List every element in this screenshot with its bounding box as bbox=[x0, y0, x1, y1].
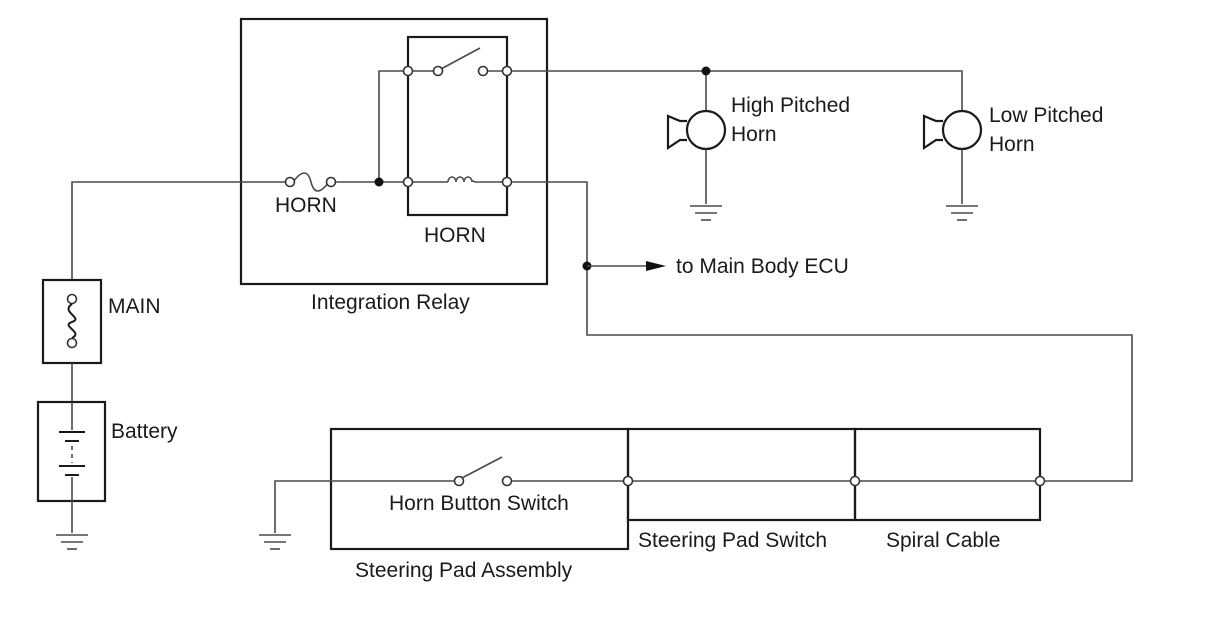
relay-junction-dot bbox=[374, 177, 384, 187]
high-pitched-horn-label-1: High Pitched bbox=[731, 94, 850, 117]
horn-fuse-label: HORN bbox=[275, 194, 337, 217]
high-pitched-horn-label-2: Horn bbox=[731, 123, 777, 146]
horn-switch-terminal-right bbox=[501, 475, 513, 487]
spiral-cable-box bbox=[853, 427, 1042, 522]
horn-relay-label: HORN bbox=[424, 224, 486, 247]
battery-icon bbox=[59, 402, 85, 501]
integration-relay-label: Integration Relay bbox=[311, 291, 470, 314]
horn-button-switch-label: Horn Button Switch bbox=[389, 492, 569, 515]
horn-switch-ground-wire bbox=[274, 480, 457, 533]
horn-output-wire bbox=[512, 70, 963, 110]
horn-fuse-terminal-left bbox=[284, 176, 296, 188]
horn-junction-dot bbox=[701, 66, 711, 76]
connector-terminal bbox=[622, 475, 634, 487]
relay-terminal bbox=[402, 65, 414, 77]
horn-button-switch-arm bbox=[461, 456, 503, 479]
spiral-cable-label: Spiral Cable bbox=[886, 529, 1000, 552]
relay-terminal bbox=[477, 65, 489, 77]
connector-terminal bbox=[1034, 475, 1046, 487]
relay-terminal bbox=[501, 65, 513, 77]
horn-relay-box bbox=[406, 35, 509, 217]
horn-fuse-terminal-right bbox=[325, 176, 337, 188]
low-pitched-horn-icon bbox=[922, 109, 983, 221]
connector-terminal bbox=[849, 475, 861, 487]
low-pitched-horn-label-1: Low Pitched bbox=[989, 104, 1103, 127]
main-fuse-label: MAIN bbox=[108, 295, 161, 318]
relay-terminal bbox=[501, 176, 513, 188]
horn-switch-signal-wire bbox=[512, 181, 1133, 482]
steering-pad-assembly-label: Steering Pad Assembly bbox=[355, 559, 573, 582]
high-pitched-horn-icon bbox=[666, 109, 727, 221]
battery-label: Battery bbox=[111, 420, 178, 443]
fusible-link-symbol bbox=[67, 303, 77, 339]
relay-coil bbox=[447, 176, 475, 183]
main-fuse-terminal-top bbox=[66, 293, 78, 305]
horn-switch-terminal-left bbox=[453, 475, 465, 487]
main-fuse-terminal-bottom bbox=[66, 337, 78, 349]
relay-contact-arm bbox=[440, 47, 481, 70]
battery-ground-icon bbox=[56, 501, 88, 550]
horn-fuse-symbol bbox=[292, 172, 330, 192]
steering-pad-switch-label: Steering Pad Switch bbox=[638, 529, 827, 552]
integration-relay-box bbox=[239, 17, 549, 286]
steering-pad-assembly-box bbox=[329, 427, 630, 551]
low-pitched-horn-label-2: Horn bbox=[989, 133, 1035, 156]
main-body-ecu-label: to Main Body ECU bbox=[676, 255, 849, 278]
steering-pad-switch-box bbox=[626, 427, 857, 522]
supply-wire-top bbox=[71, 181, 288, 280]
relay-terminal bbox=[402, 176, 414, 188]
relay-feed-wire bbox=[378, 70, 408, 182]
relay-terminal bbox=[432, 65, 444, 77]
arrow-right-icon bbox=[646, 261, 666, 271]
steering-ground-icon bbox=[259, 534, 291, 550]
